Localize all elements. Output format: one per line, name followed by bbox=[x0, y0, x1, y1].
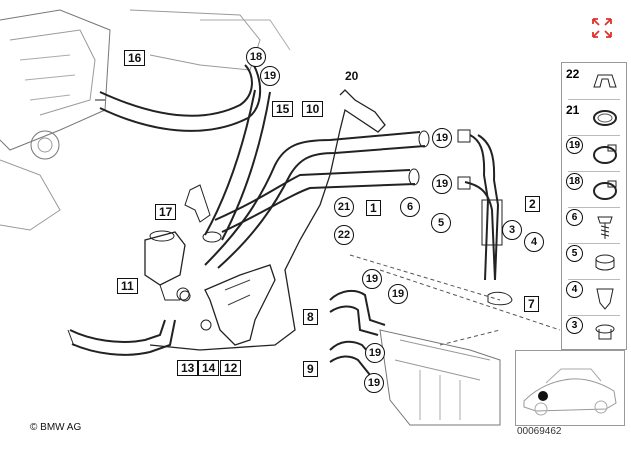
hose-clamp-icon bbox=[593, 110, 617, 126]
screw-icon bbox=[597, 216, 613, 239]
callout-18: 18 bbox=[246, 47, 266, 67]
legend-item-19: 19 bbox=[562, 137, 626, 171]
legend-item-3: 3 bbox=[562, 317, 626, 351]
callout-19g: 19 bbox=[364, 373, 384, 393]
callout-6: 6 bbox=[400, 197, 420, 217]
callout-17: 17 bbox=[155, 204, 177, 220]
callout-15: 15 bbox=[272, 101, 294, 117]
clip-nut-icon bbox=[596, 288, 614, 310]
location-marker bbox=[538, 391, 548, 401]
callout-3: 3 bbox=[502, 220, 522, 240]
callout-21: 21 bbox=[334, 197, 354, 217]
legend-number: 3 bbox=[566, 317, 583, 334]
worm-clamp-icon bbox=[593, 144, 617, 164]
callout-2: 2 bbox=[525, 196, 540, 212]
legend-number: 6 bbox=[566, 209, 583, 226]
callout-12: 12 bbox=[220, 360, 242, 376]
legend-number: 22 bbox=[566, 67, 580, 81]
clip-icon bbox=[593, 74, 617, 88]
callout-20: 20 bbox=[345, 69, 359, 83]
legend-item-5: 5 bbox=[562, 245, 626, 279]
callout-19c: 19 bbox=[432, 174, 452, 194]
callout-9: 9 bbox=[303, 361, 318, 377]
legend-item-18: 18 bbox=[562, 173, 626, 207]
callout-8: 8 bbox=[303, 309, 318, 325]
callout-1: 1 bbox=[366, 200, 381, 216]
vehicle-location-inset bbox=[515, 350, 625, 426]
callout-7: 7 bbox=[524, 296, 539, 312]
legend-number: 5 bbox=[566, 245, 583, 262]
legend-number: 4 bbox=[566, 281, 583, 298]
callout-5: 5 bbox=[431, 213, 451, 233]
callout-4: 4 bbox=[524, 232, 544, 252]
grommet-icon bbox=[595, 254, 615, 271]
legend-number: 21 bbox=[566, 103, 580, 117]
legend-item-22: 22 bbox=[562, 65, 626, 99]
callout-14: 14 bbox=[198, 360, 220, 376]
callout-11: 11 bbox=[117, 278, 138, 294]
plug-icon bbox=[595, 324, 615, 340]
callout-19d: 19 bbox=[362, 269, 382, 289]
legend-number: 18 bbox=[566, 173, 583, 190]
callout-13: 13 bbox=[177, 360, 199, 376]
expand-arrows-icon[interactable] bbox=[590, 16, 614, 40]
callout-19e: 19 bbox=[388, 284, 408, 304]
legend-item-4: 4 bbox=[562, 281, 626, 315]
copyright-text: © BMW AG bbox=[30, 422, 82, 433]
parts-legend: 22 21 19 18 bbox=[561, 62, 627, 350]
callout-16: 16 bbox=[124, 50, 146, 66]
callout-19b: 19 bbox=[432, 128, 452, 148]
diagram-id: 00069462 bbox=[517, 426, 562, 437]
car-silhouette-icon bbox=[523, 368, 617, 416]
legend-item-6: 6 bbox=[562, 209, 626, 243]
callout-22: 22 bbox=[334, 225, 354, 245]
legend-item-21: 21 bbox=[562, 101, 626, 135]
callout-10: 10 bbox=[302, 101, 324, 117]
worm-clamp-icon bbox=[593, 180, 617, 200]
legend-number: 19 bbox=[566, 137, 583, 154]
callout-19f: 19 bbox=[365, 343, 385, 363]
callout-19a: 19 bbox=[260, 66, 280, 86]
